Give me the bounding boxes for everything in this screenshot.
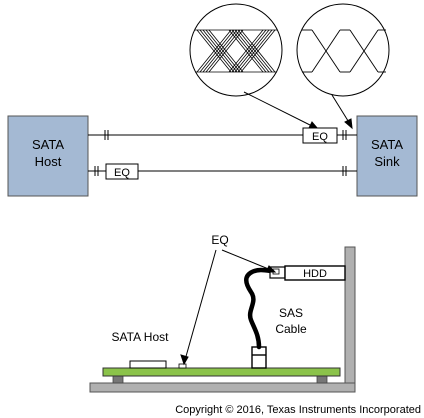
eq-upper-label: EQ [312, 131, 328, 143]
closed-eye-diagram-icon [189, 3, 283, 97]
sas-label-1: SAS [279, 306, 303, 320]
sata-host-bottom-label: SATA Host [112, 330, 170, 344]
host-chip [129, 360, 167, 369]
eye-pointer-arrows [243, 91, 353, 130]
board-connector [251, 346, 267, 369]
sata-host-box: SATA Host [7, 115, 89, 197]
eq-pointer-arrows [180, 249, 277, 366]
eq-lower-label: EQ [114, 167, 130, 179]
sata-sink-label-1: SATA [371, 137, 403, 152]
hdd-assembly: HDD [269, 265, 346, 281]
open-eye-diagram-icon [296, 3, 390, 97]
eq-upper-block: EQ [302, 127, 338, 144]
hdd-label: HDD [303, 268, 327, 280]
sata-sink-box: SATA Sink [356, 115, 418, 197]
sata-sink-label-2: Sink [374, 154, 400, 169]
host-pcb-board [102, 360, 341, 377]
sas-cable [244, 267, 274, 350]
eq-lower-block: EQ [105, 163, 139, 180]
upper-signal-line [88, 130, 357, 140]
copyright-text: Copyright © 2016, Texas Instruments Inco… [175, 404, 421, 416]
sata-host-label-2: Host [35, 154, 62, 169]
lower-signal-line [88, 166, 357, 176]
sata-host-label-1: SATA [32, 137, 64, 152]
host-eq-chip [178, 363, 187, 369]
sas-label-2: Cable [275, 322, 307, 336]
eq-bottom-label: EQ [211, 233, 228, 247]
chassis-frame [89, 246, 356, 393]
